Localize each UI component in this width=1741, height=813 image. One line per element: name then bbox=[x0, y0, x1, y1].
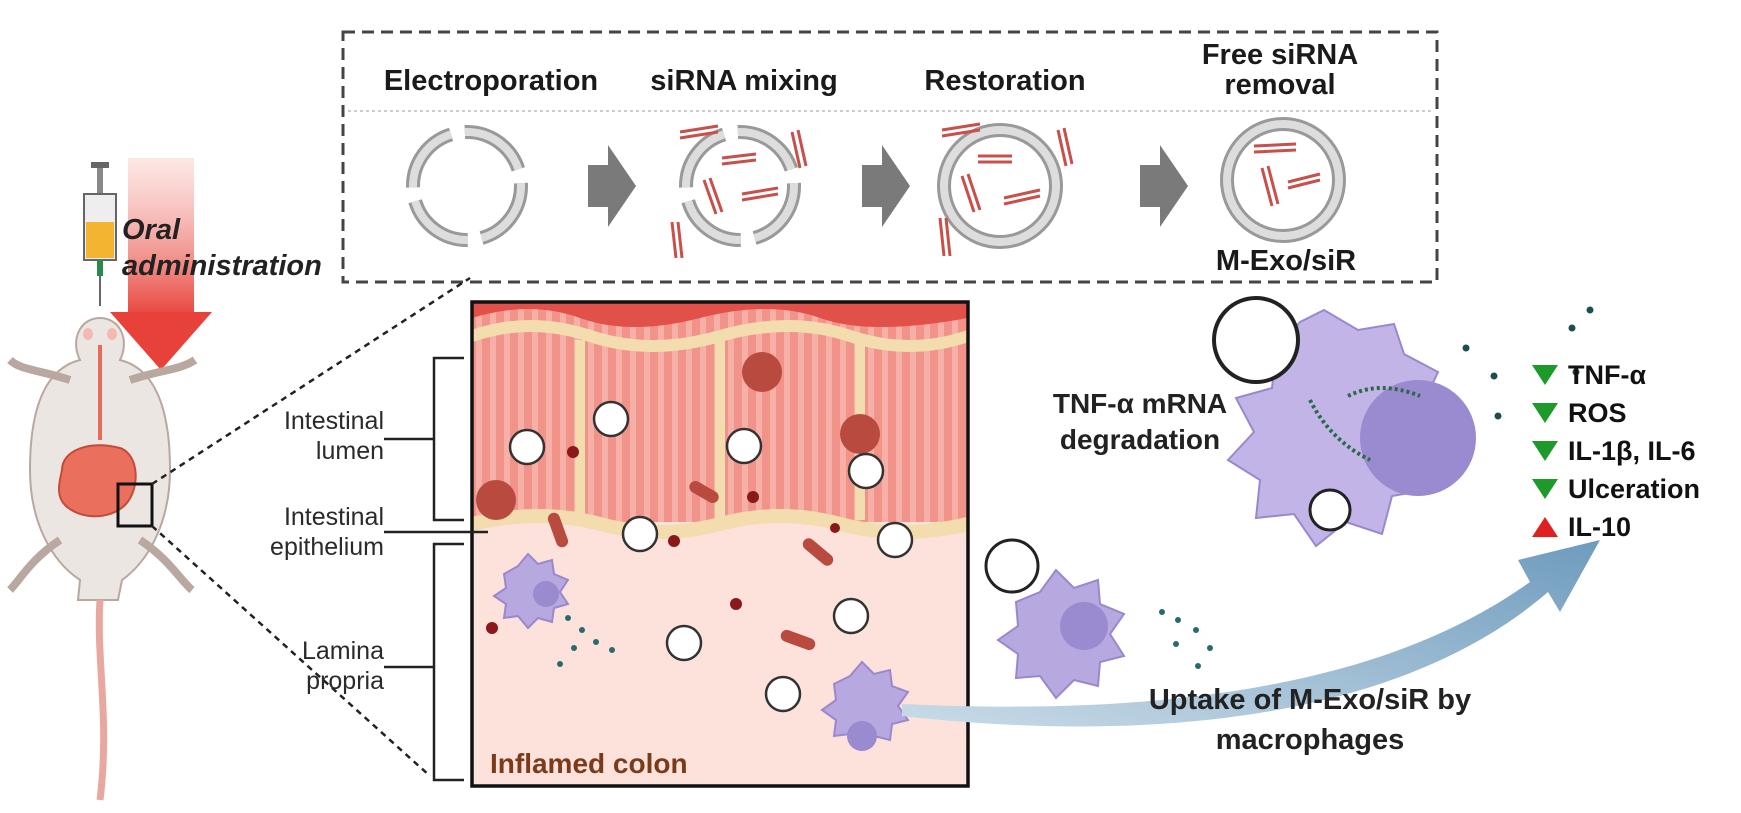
oral-line2: administration bbox=[122, 250, 322, 282]
layer-epithelium-line1: Intestinal bbox=[283, 503, 384, 531]
uptake-line2: macrophages bbox=[1215, 724, 1405, 756]
degradation-line2: degradation bbox=[1059, 424, 1221, 455]
cytokine-dots bbox=[1462, 306, 1594, 420]
degradation-label: TNF-α mRNA degradation bbox=[1030, 386, 1250, 458]
down-arrow-icon bbox=[1532, 479, 1558, 499]
marker-il1b-il6: IL-1β, IL-6 bbox=[1532, 432, 1732, 470]
marker-label: IL-1β, IL-6 bbox=[1568, 435, 1696, 466]
layer-lamina-line2: propria bbox=[306, 667, 384, 695]
up-arrow-icon bbox=[1532, 517, 1558, 537]
layer-epithelium-line2: epithelium bbox=[270, 533, 384, 561]
marker-ros: ROS bbox=[1532, 394, 1732, 432]
process-arrow-1 bbox=[588, 145, 636, 227]
macrophage-mid bbox=[984, 538, 1213, 700]
vesicle-free-sirna-removal bbox=[1220, 117, 1346, 243]
layer-brackets bbox=[384, 356, 488, 782]
step-title-free-sirna-line2: removal bbox=[1224, 69, 1336, 101]
syringe-icon bbox=[83, 162, 117, 306]
process-arrow-3 bbox=[1140, 145, 1188, 227]
process-arrow-2 bbox=[862, 145, 910, 227]
zoom-lines bbox=[151, 276, 471, 777]
step-title-sirna-mixing: siRNA mixing bbox=[650, 65, 838, 97]
layer-lumen-line1: Intestinal bbox=[283, 407, 384, 435]
marker-label: Ulceration bbox=[1568, 473, 1701, 504]
layer-lamina-line1: Lamina bbox=[302, 637, 384, 665]
inflamed-colon-label: Inflamed colon bbox=[490, 748, 688, 779]
product-label: M-Exo/siR bbox=[1215, 245, 1357, 277]
layer-label-lumen: Intestinal lumen bbox=[240, 406, 384, 466]
uptake-line1: Uptake of M-Exo/siR by bbox=[1148, 684, 1472, 716]
step-title-electroporation: Electroporation bbox=[383, 65, 599, 97]
vesicle-electroporation bbox=[406, 125, 528, 247]
layer-label-lamina: Lamina propria bbox=[240, 636, 384, 696]
down-arrow-icon bbox=[1532, 403, 1558, 423]
step-title-free-sirna-removal: Free siRNA removal bbox=[1180, 40, 1380, 100]
step-title-restoration: Restoration bbox=[924, 65, 1086, 97]
oral-line1: Oral bbox=[122, 214, 181, 246]
marker-ulceration: Ulceration bbox=[1532, 470, 1732, 508]
colon-panel bbox=[470, 300, 970, 788]
marker-tnf-alpha: TNF-α bbox=[1532, 356, 1732, 394]
degradation-line1: TNF-α mRNA bbox=[1052, 388, 1228, 419]
vesicle-restoration bbox=[937, 122, 1074, 257]
marker-label: IL-10 bbox=[1568, 511, 1632, 542]
process-box bbox=[341, 30, 1439, 284]
marker-label: TNF-α bbox=[1568, 359, 1647, 390]
layer-lumen-line2: lumen bbox=[315, 437, 384, 465]
uptake-label: Uptake of M-Exo/siR by macrophages bbox=[1120, 680, 1500, 760]
marker-list: TNF-α ROS IL-1β, IL-6 Ulceration IL-10 bbox=[1532, 356, 1732, 546]
down-arrow-icon bbox=[1532, 365, 1558, 385]
macrophage-large bbox=[1212, 296, 1476, 548]
oral-administration-label: Oral administration bbox=[122, 212, 322, 284]
marker-il10: IL-10 bbox=[1532, 508, 1732, 546]
marker-label: ROS bbox=[1568, 397, 1627, 428]
uptake-arrow bbox=[902, 540, 1600, 727]
mouse-illustration bbox=[7, 316, 198, 801]
step-title-free-sirna-line1: Free siRNA bbox=[1201, 39, 1359, 71]
oral-arrow bbox=[110, 158, 212, 370]
down-arrow-icon bbox=[1532, 441, 1558, 461]
vesicle-sirna-mixing bbox=[670, 124, 808, 259]
layer-label-epithelium: Intestinal epithelium bbox=[240, 502, 384, 562]
